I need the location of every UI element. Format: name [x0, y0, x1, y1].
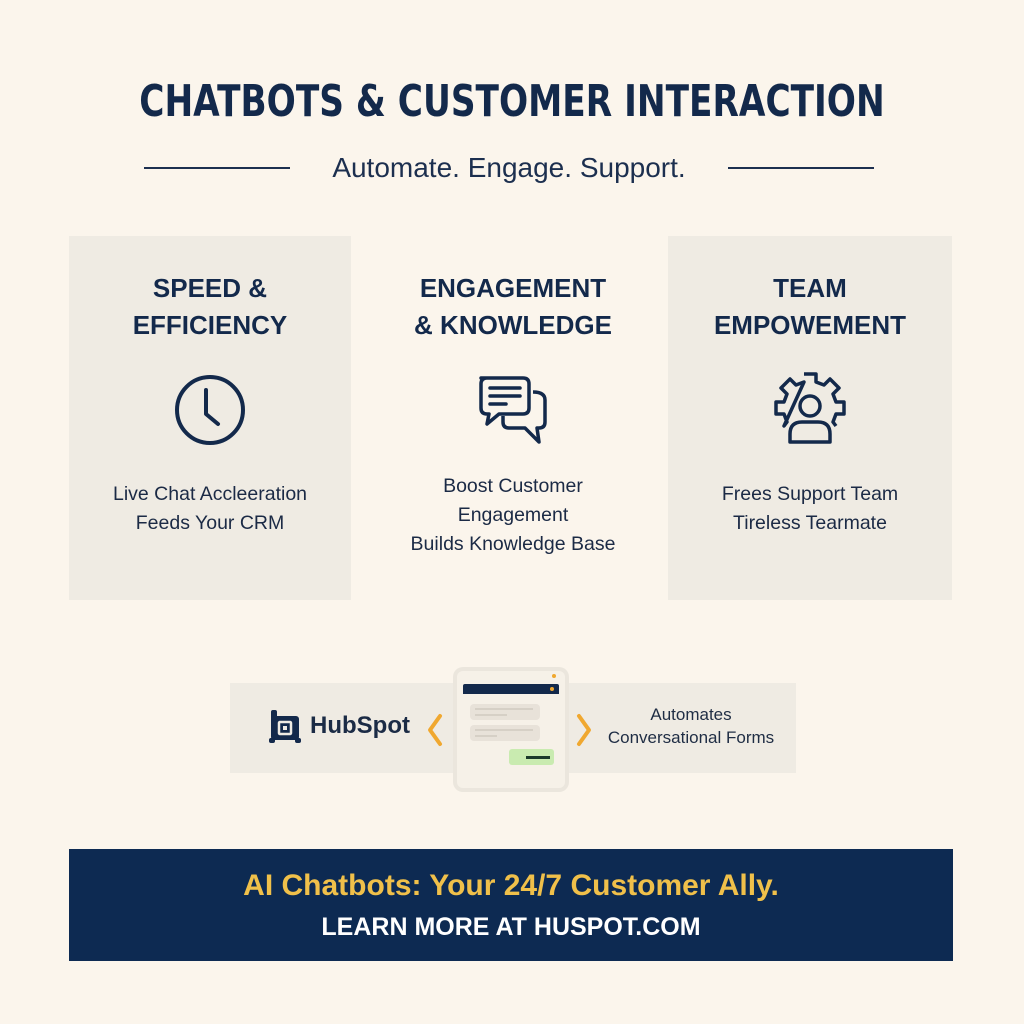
right-divider [727, 167, 874, 169]
card-title-line: SPEED & [152, 273, 268, 303]
chat-header [463, 684, 559, 694]
card-desc-line: Tireless Tearmate [733, 512, 887, 534]
card-desc-line: Boost Customer [443, 475, 583, 497]
chat-bubbles-icon [479, 376, 547, 444]
card-desc-line: Engagement [457, 504, 569, 526]
subtitle-row: Automate. Engage. Support. [144, 148, 874, 188]
integration-caption: Automates Conversational Forms [598, 703, 784, 749]
chat-status-dot [550, 687, 554, 691]
card-title-line: & KNOWLEDGE [414, 310, 612, 340]
chat-reply-bubble [509, 749, 554, 765]
caption-line: Conversational Forms [607, 728, 775, 747]
clock-icon [175, 375, 245, 445]
bubble-text-line [475, 735, 497, 737]
hubspot-logo-text: HubSpot [310, 712, 410, 739]
card-team-empowerment: TEAM EMPOWEMENT Frees Support Team Tirel… [668, 236, 952, 600]
left-divider [144, 167, 290, 169]
hubspot-logo-icon [269, 710, 301, 743]
learn-more-link[interactable]: LEARN MORE AT HUSPOT.COM [321, 913, 701, 941]
cta-banner: AI Chatbots: Your 24/7 Customer Ally. LE… [69, 849, 953, 961]
card-title-line: EMPOWEMENT [713, 310, 907, 340]
card-description: Live Chat Accleeration Feeds Your CRM [113, 480, 307, 538]
gear-person-icon [774, 372, 846, 444]
card-title: TEAM EMPOWEMENT [714, 270, 906, 344]
chevron-right-icon [577, 714, 591, 746]
chat-widget-preview [457, 671, 565, 788]
card-description: Boost Customer Engagement Builds Knowled… [411, 472, 616, 559]
card-engagement-knowledge: ENGAGEMENT & KNOWLEDGE Boost Customer En… [368, 236, 658, 600]
card-title: SPEED & EFFICIENCY [133, 270, 288, 344]
card-desc-line: Frees Support Team [721, 483, 899, 505]
caption-line: Automates [650, 705, 732, 724]
bubble-text-line [475, 708, 533, 710]
page-subtitle: Automate. Engage. Support. [332, 152, 686, 183]
card-speed-efficiency: SPEED & EFFICIENCY Live Chat Accleeratio… [69, 236, 351, 600]
chat-bubble [470, 725, 540, 741]
card-title-line: TEAM [773, 273, 847, 303]
page-title: CHATBOTS & CUSTOMER INTERACTION [139, 76, 885, 127]
card-desc-line: Feeds Your CRM [135, 512, 285, 534]
notification-dot [552, 674, 556, 678]
card-title-line: EFFICIENCY [132, 310, 288, 340]
card-title-line: ENGAGEMENT [419, 273, 607, 303]
bubble-text-line [475, 729, 533, 731]
card-title: ENGAGEMENT & KNOWLEDGE [414, 270, 612, 344]
card-desc-line: Live Chat Accleeration [112, 483, 308, 505]
chat-bubble [470, 704, 540, 720]
card-description: Frees Support Team Tireless Tearmate [722, 480, 898, 538]
reply-text-line [526, 756, 550, 759]
banner-tagline: AI Chatbots: Your 24/7 Customer Ally. [243, 869, 779, 902]
chevron-left-icon [428, 714, 442, 746]
card-desc-line: Builds Knowledge Base [410, 533, 616, 555]
bubble-text-line [475, 714, 507, 716]
hubspot-logo: HubSpot [268, 708, 410, 744]
